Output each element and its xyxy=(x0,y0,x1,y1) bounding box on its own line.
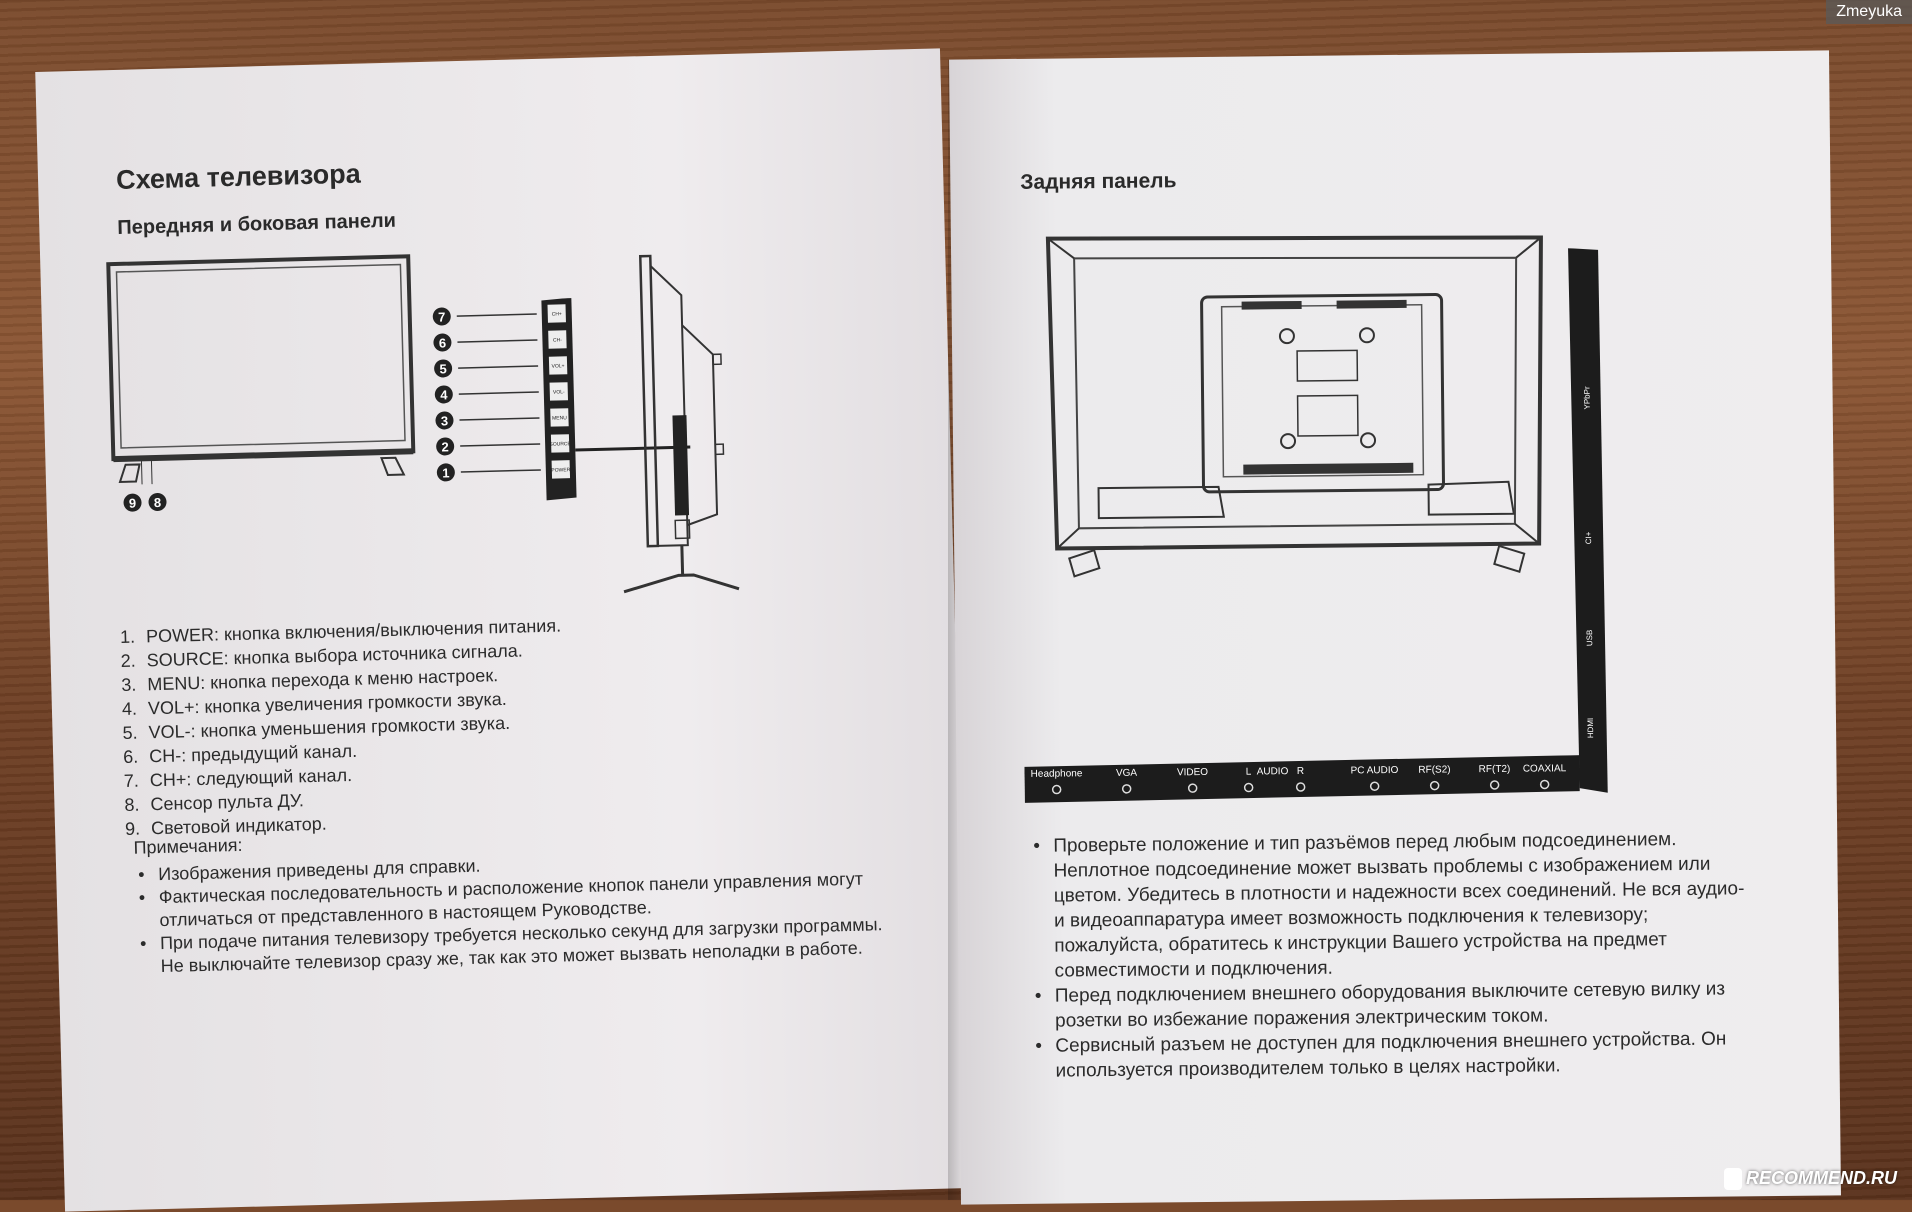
panel-button-key xyxy=(551,460,571,479)
port-label: RF(S2) xyxy=(1418,764,1450,775)
port-label: VIDEO xyxy=(1177,767,1208,778)
tv-rear-diagram xyxy=(1045,235,1543,578)
port-jack-icon xyxy=(1489,780,1500,790)
panel-button-label: VOL- xyxy=(553,389,565,395)
callout-leader-line xyxy=(460,443,541,447)
button-list: 1.POWER: кнопка включения/выключения пит… xyxy=(120,609,745,841)
callout-number: 3 xyxy=(441,413,449,428)
callout-number: 6 xyxy=(439,335,447,350)
site-brand-logo: RECOMMEND.RU xyxy=(1724,1168,1897,1190)
panel-button-key xyxy=(550,434,570,453)
port-jack-icon xyxy=(1051,784,1062,795)
notes-list: Изображения приведены для справки.Фактич… xyxy=(134,844,907,979)
panel-button-label: SOURCE xyxy=(549,441,571,448)
rear-note-item: Перед подключением внешнего оборудования… xyxy=(1055,976,1761,1033)
panel-button-label: CH+ xyxy=(552,311,562,317)
port-jack-icon xyxy=(1539,779,1550,790)
rear-panel-title: Задняя панель xyxy=(1020,169,1177,194)
port-label: Headphone xyxy=(1031,768,1083,780)
port-jack-icon xyxy=(1187,783,1198,793)
rear-bullet-list: Проверьте положение и тип разъёмов перед… xyxy=(1029,826,1762,1084)
port-label: COAXIAL xyxy=(1523,763,1567,774)
callout-leader-line xyxy=(460,469,541,473)
port-jack-icon xyxy=(1369,781,1380,791)
callout-leader-line xyxy=(457,339,538,343)
callout-7 xyxy=(432,307,451,326)
brand-icon xyxy=(1724,1168,1742,1190)
panel-button-key xyxy=(549,382,569,401)
callout-2 xyxy=(436,437,455,456)
panel-button-key xyxy=(548,330,567,349)
panel-button-label: MENU xyxy=(552,415,567,421)
callout-1 xyxy=(436,463,455,482)
side-port-label: USB xyxy=(1585,630,1594,647)
tv-side-diagram xyxy=(623,254,740,594)
callout-number: 1 xyxy=(442,465,450,480)
callout-leader-line xyxy=(459,417,540,421)
port-label: VGA xyxy=(1116,768,1138,779)
port-jack-icon xyxy=(1295,782,1306,792)
right-page: Задняя панель Headphone VGA VIDEO L AUDIO R PC… xyxy=(949,50,1841,1205)
side-port-label: HDMI xyxy=(1586,718,1595,739)
panel-button-key xyxy=(550,408,569,427)
rear-note-item: Сервисный разъем не доступен для подключ… xyxy=(1055,1026,1761,1083)
notes-section: Примечания: Изображения приведены для сп… xyxy=(133,817,906,979)
svg-text:9: 9 xyxy=(129,496,137,511)
rear-panel-notes: Проверьте положение и тип разъёмов перед… xyxy=(1029,826,1762,1084)
callout-number: 7 xyxy=(438,309,446,324)
callout-5 xyxy=(434,359,453,378)
left-page: Схема телевизора Передняя и боковая пане… xyxy=(35,48,970,1212)
callout-3 xyxy=(435,411,454,430)
side-button-panel-diagram: 7 6 5 4 3 2 1 CH+ CH- VOL+ VOL- MENU SOURCE POWER xyxy=(432,297,691,501)
side-port-label: CI+ xyxy=(1584,531,1593,544)
bottom-port-strip: Headphone VGA VIDEO L AUDIO R PC AUDIO RF(S2) RF… xyxy=(1024,755,1580,803)
port-label: L xyxy=(1246,767,1252,778)
panel-button-label: POWER xyxy=(551,467,570,474)
section-subtitle: Передняя и боковая панели xyxy=(117,209,397,239)
callout-leader-line xyxy=(458,365,539,369)
callout-9 xyxy=(123,493,142,512)
port-jack-icon xyxy=(1121,784,1132,794)
callout-6 xyxy=(433,333,452,352)
port-label: PC AUDIO xyxy=(1351,765,1399,777)
port-label: RF(T2) xyxy=(1479,764,1511,775)
callout-number: 4 xyxy=(440,387,448,402)
panel-button-label: VOL+ xyxy=(552,363,565,369)
callout-leader-line xyxy=(458,391,539,395)
panel-button-key xyxy=(548,356,568,375)
port-jack-icon xyxy=(1243,782,1254,793)
page-title: Схема телевизора xyxy=(115,158,362,195)
callout-8 xyxy=(148,492,167,511)
rear-note-item: Проверьте положение и тип разъёмов перед… xyxy=(1053,826,1761,983)
port-label: R xyxy=(1297,766,1304,777)
port-jack-icon xyxy=(1429,780,1440,791)
author-watermark: Zmeyuka xyxy=(1826,0,1912,24)
callout-leader-line xyxy=(456,313,537,317)
panel-button-key xyxy=(547,304,566,323)
panel-button-label: CH- xyxy=(553,337,562,343)
tv-front-diagram: 9 8 xyxy=(106,254,416,512)
svg-text:8: 8 xyxy=(154,495,162,510)
callout-number: 5 xyxy=(439,361,447,376)
side-port-label: YPbPr xyxy=(1582,386,1591,410)
callout-4 xyxy=(434,385,453,404)
port-label: AUDIO xyxy=(1257,766,1289,777)
callout-number: 2 xyxy=(441,439,449,454)
